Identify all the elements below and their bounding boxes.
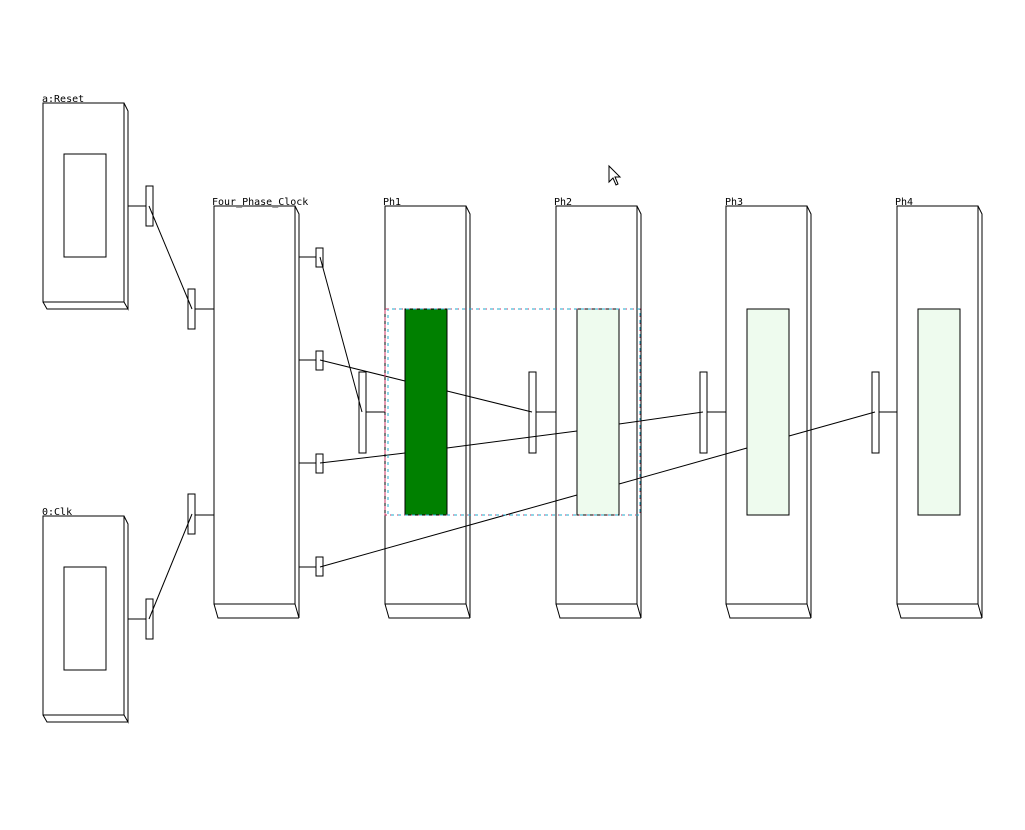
ph1-input-port[interactable] bbox=[358, 371, 367, 454]
wire-out2-to-ph2-a bbox=[319, 359, 406, 382]
clk-inner-box bbox=[63, 566, 107, 671]
mouse-pointer-icon bbox=[608, 164, 622, 186]
wire-out3-to-ph3-b bbox=[446, 430, 578, 449]
ph3-phase-indicator bbox=[746, 308, 790, 516]
block-ph2[interactable]: Ph2 bbox=[554, 197, 642, 619]
block-ph1-label: Ph1 bbox=[383, 197, 401, 208]
block-ph2-label: Ph2 bbox=[554, 197, 572, 208]
ph1-phase-indicator bbox=[404, 308, 448, 516]
wire-clk-to-fpc bbox=[148, 513, 193, 620]
block-clk-label: 0:Clk bbox=[42, 507, 72, 518]
block-reset[interactable]: a:Reset bbox=[42, 94, 129, 311]
wire-reset-to-fpc bbox=[148, 205, 193, 310]
fpc-out3-port[interactable] bbox=[315, 453, 324, 474]
block-ph1[interactable]: Ph1 bbox=[383, 197, 471, 619]
wire-out1-to-ph1 bbox=[319, 256, 363, 413]
reset-inner-box bbox=[63, 153, 107, 258]
ph4-phase-indicator bbox=[917, 308, 961, 516]
selection-box bbox=[384, 308, 641, 516]
block-reset-label: a:Reset bbox=[42, 94, 84, 105]
block-ph3[interactable]: Ph3 bbox=[725, 197, 812, 619]
wires bbox=[128, 205, 897, 620]
wire-out3-to-ph3-a bbox=[319, 452, 406, 464]
wire-out4-to-ph4-a bbox=[319, 494, 578, 568]
ph2-input-port[interactable] bbox=[528, 371, 537, 454]
block-ph3-label: Ph3 bbox=[725, 197, 743, 208]
ph2-phase-indicator bbox=[576, 308, 620, 516]
wire-out4-to-ph4-c bbox=[788, 411, 876, 437]
block-four-phase-clock[interactable]: Four_Phase_Clock bbox=[212, 197, 308, 619]
block-four-phase-clock-label: Four_Phase_Clock bbox=[212, 197, 308, 208]
wire-out2-to-ph2-b bbox=[446, 390, 533, 413]
wire-out3-to-ph3-c bbox=[618, 411, 704, 425]
block-clk[interactable]: 0:Clk bbox=[42, 507, 129, 724]
block-ph4-label: Ph4 bbox=[895, 197, 913, 208]
block-ph4[interactable]: Ph4 bbox=[895, 197, 983, 619]
